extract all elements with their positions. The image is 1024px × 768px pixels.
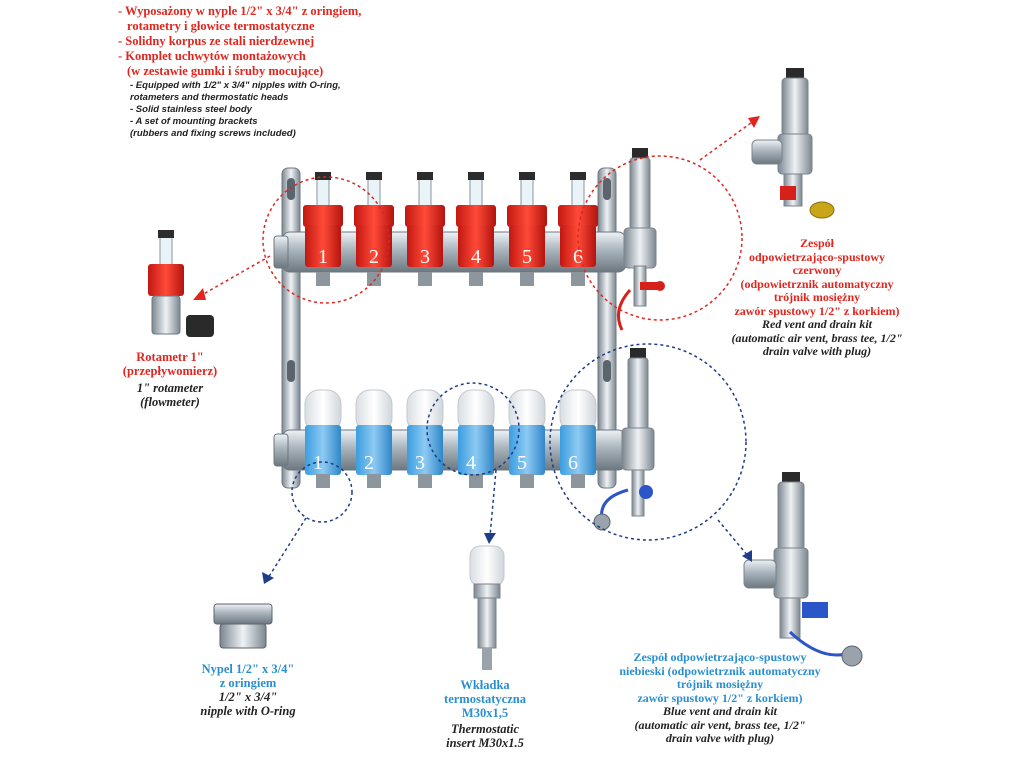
insert-detail-image: [469, 545, 505, 670]
circuit-number: 2: [369, 246, 379, 268]
nipple-detail-image: [213, 603, 273, 649]
red-kit-label-pl: zawór spustowy 1/2" z korkiem): [734, 303, 900, 318]
feature-line: rotametry i głowice termostatyczne: [127, 19, 315, 33]
feature-line: - Komplet uchwytów montażowych: [118, 49, 306, 63]
insert-label: Wkładka termostatyczna M30x1,5 Thermosta…: [420, 678, 550, 750]
rotameter-detail-image: [148, 230, 214, 337]
circuit-number: 2: [364, 452, 374, 474]
feature-line: rotameters and thermostatic heads: [130, 92, 289, 103]
feature-line: - Equipped with 1/2" x 3/4" nipples with…: [130, 80, 341, 91]
pointer-lines: [199, 119, 756, 579]
highlight-circles: [262, 155, 747, 541]
rotameters-row: [303, 172, 598, 286]
blue-kit-label-pl: trójnik mosiężny: [676, 677, 764, 691]
red-kit-label-pl: (odpowietrznik automatyczny: [740, 276, 894, 291]
circuit-number: 4: [471, 246, 481, 268]
circuit-number: 5: [522, 246, 532, 268]
insert-label-pl: termostatyczna: [444, 692, 526, 706]
red-kit-label-en: Red vent and drain kit: [761, 317, 872, 331]
red-kit-detail-image: [751, 68, 835, 219]
thermostatic-caps-row: [304, 389, 597, 488]
feature-line: - Wyposażony w nyple 1/2" x 3/4" z oring…: [118, 4, 362, 18]
blue-vent-kit-on-manifold: [593, 348, 655, 531]
circuit-number: 1: [313, 452, 323, 474]
nipple-label-pl: Nypel 1/2" x 3/4": [201, 662, 295, 676]
blue-kit-label-pl: niebieski (odpowietrznik automatyczny: [619, 663, 821, 678]
feature-line: (w zestawie gumki i śruby mocujące): [127, 64, 324, 78]
circuit-number: 3: [420, 246, 430, 268]
blue-kit-label: Zespół odpowietrzająco-spustowy niebiesk…: [600, 650, 840, 746]
insert-label-en: Thermostatic: [450, 722, 520, 736]
red-kit-label-pl: trójnik mosiężny: [773, 290, 861, 304]
rotameter-label-pl: Rotametr 1": [136, 350, 204, 364]
rotameter-label: Rotametr 1" (przepływomierz) 1" rotamete…: [95, 350, 245, 409]
circuit-number: 5: [517, 452, 527, 474]
blue-kit-label-en: drain valve with plug): [665, 731, 775, 745]
nipple-label: Nypel 1/2" x 3/4" z oringiem 1/2" x 3/4"…: [178, 662, 318, 718]
blue-kit-label-pl: zawór spustowy 1/2" z korkiem): [637, 690, 803, 705]
red-kit-label: Zespół odpowietrzająco-spustowy czerwony…: [722, 236, 912, 359]
red-kit-label-pl: odpowietrzająco-spustowy: [749, 249, 885, 264]
arrowheads: [193, 116, 760, 584]
rotameter-label-en: (flowmeter): [140, 395, 200, 409]
circuit-number: 1: [318, 246, 328, 268]
rotameter-label-pl: (przepływomierz): [122, 364, 218, 378]
nipple-label-pl: z oringiem: [219, 676, 277, 690]
features-polish: - Wyposażony w nyple 1/2" x 3/4" z oring…: [118, 4, 438, 79]
red-kit-label-en: (automatic air vent, brass tee, 1/2": [731, 330, 903, 345]
blue-kit-label-en: (automatic air vent, brass tee, 1/2": [634, 717, 806, 732]
red-kit-label-en: drain valve with plug): [762, 344, 872, 358]
feature-line: (rubbers and fixing screws included): [130, 128, 296, 139]
insert-label-en: insert M30x1.5: [446, 736, 524, 750]
insert-label-pl: M30x1,5: [461, 706, 509, 720]
feature-line: - Solidny korpus ze stali nierdzewnej: [118, 34, 315, 48]
circuit-number: 3: [415, 452, 425, 474]
circuit-number: 6: [568, 452, 578, 474]
red-vent-kit-on-manifold: [616, 148, 665, 331]
nipple-label-en: nipple with O-ring: [200, 704, 296, 718]
insert-label-pl: Wkładka: [460, 678, 510, 692]
circuit-number: 6: [573, 246, 583, 268]
features-english: - Equipped with 1/2" x 3/4" nipples with…: [130, 80, 390, 140]
nipple-label-en: 1/2" x 3/4": [218, 690, 278, 704]
circuit-number: 4: [466, 452, 476, 474]
red-kit-label-pl: Zespół: [799, 236, 834, 250]
red-kit-label-pl: czerwony: [792, 263, 842, 277]
feature-line: - A set of mounting brackets: [130, 116, 258, 127]
blue-kit-label-pl: Zespół odpowietrzająco-spustowy: [633, 650, 807, 664]
rotameter-label-en: 1" rotameter: [136, 381, 204, 395]
blue-kit-label-en: Blue vent and drain kit: [662, 704, 778, 718]
feature-line: - Solid stainless steel body: [130, 104, 252, 115]
blue-kit-detail-image: [743, 472, 863, 667]
